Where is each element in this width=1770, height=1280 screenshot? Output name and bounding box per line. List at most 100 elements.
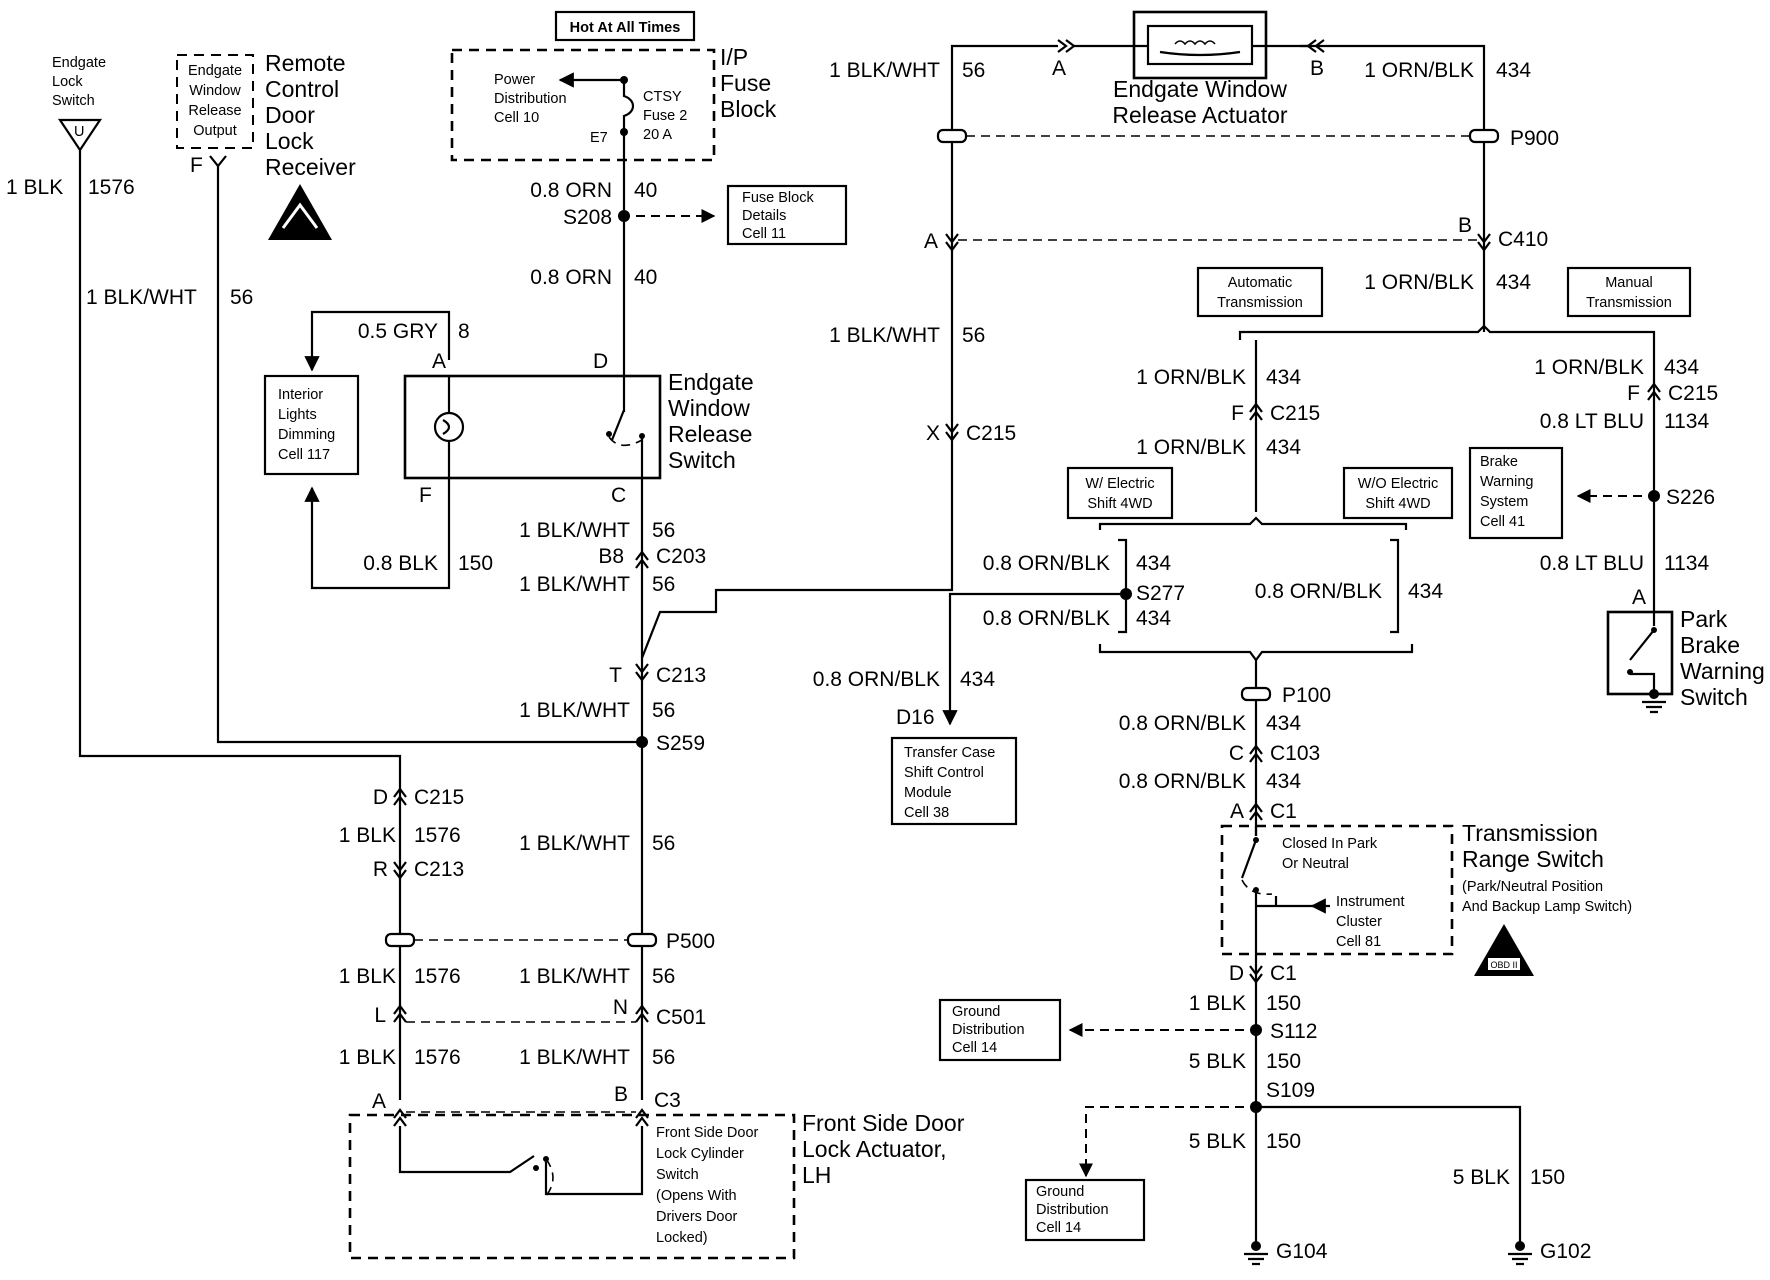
actuator-pin-a: A bbox=[1052, 57, 1066, 80]
connector-p500-label: P500 bbox=[666, 930, 715, 953]
wire-56-c501-color: 1 BLK/WHT bbox=[519, 1046, 630, 1069]
wo-electric-label-1: W/O Electric bbox=[1358, 476, 1439, 492]
wire-56-s259-color: 1 BLK/WHT bbox=[519, 832, 630, 855]
wire-434-wo-color: 0.8 ORN/BLK bbox=[1255, 580, 1382, 603]
brake-warning-label-1: Brake bbox=[1480, 454, 1518, 470]
wo-bracket bbox=[1390, 538, 1400, 634]
switch-pin-a: A bbox=[432, 350, 446, 373]
w-electric-label-1: W/ Electric bbox=[1085, 476, 1154, 492]
actuator-pin-a-icon bbox=[1057, 39, 1076, 53]
wo-electric-box: W/O Electric Shift 4WD bbox=[1342, 466, 1454, 520]
switch-pin-c: C bbox=[611, 484, 626, 507]
connector-c215-d-label: C215 bbox=[414, 786, 464, 809]
wire-1576-c215-circuit: 1576 bbox=[414, 824, 461, 847]
wire-150-g102-circuit: 150 bbox=[1530, 1166, 1565, 1189]
wire-1576-p500-color: 1 BLK bbox=[339, 965, 396, 988]
lamp-filament-icon bbox=[442, 419, 451, 435]
fuse-details-label-1: Fuse Block bbox=[742, 190, 814, 206]
park-brake-contact-icon bbox=[1629, 612, 1656, 694]
endgate-lock-switch: Endgate Lock Switch U bbox=[52, 55, 106, 152]
connector-c103-label: C103 bbox=[1270, 742, 1320, 765]
wire-56-receiver-color: 1 BLK/WHT bbox=[86, 286, 197, 309]
range-switch-pivot-dot bbox=[1253, 837, 1259, 843]
connector-c103-pin: C bbox=[1229, 742, 1244, 765]
wire-8-circuit: 8 bbox=[458, 320, 470, 343]
connector-c203-label: C203 bbox=[656, 545, 706, 568]
wire-434-manual-circuit: 434 bbox=[1664, 356, 1699, 379]
wire-1576-top-circuit: 1576 bbox=[88, 176, 135, 199]
s277-bracket bbox=[1118, 538, 1128, 634]
ground-dist-2-label-3: Cell 14 bbox=[1036, 1220, 1081, 1236]
wire-56-c410-color: 1 BLK/WHT bbox=[829, 324, 940, 347]
connector-c215-x-pin: X bbox=[926, 422, 940, 445]
switch-pivot-dot bbox=[606, 431, 612, 437]
wire-434-actuator-color: 1 ORN/BLK bbox=[1364, 59, 1474, 82]
switch-pin-d: D bbox=[593, 350, 608, 373]
actuator-heater-icon bbox=[1174, 40, 1216, 46]
switch-dashed-link bbox=[608, 436, 643, 447]
wire-40-a-color: 0.8 ORN bbox=[530, 179, 612, 202]
connector-c501-l-icon bbox=[393, 1004, 407, 1023]
power-dist-label-2: Distribution bbox=[494, 91, 567, 107]
ground-g102-icon bbox=[1508, 1241, 1532, 1266]
park-brake-label-4: Switch bbox=[1680, 684, 1748, 710]
fuse-label-3: 20 A bbox=[643, 127, 672, 143]
connector-c215-f-pin: F bbox=[1231, 402, 1244, 425]
splice-s208 bbox=[618, 210, 630, 222]
actuator-pin-b: B bbox=[1310, 57, 1324, 80]
wire-56-actuator-circuit: 56 bbox=[962, 59, 985, 82]
receiver-pin: F bbox=[190, 154, 203, 177]
connector-c213-a-icon bbox=[635, 663, 649, 682]
wire-434-wo-circuit: 434 bbox=[1408, 580, 1443, 603]
release-actuator: Endgate Window Release Actuator bbox=[1074, 10, 1308, 128]
wire-1134-b-color: 0.8 LT BLU bbox=[1540, 552, 1644, 575]
wire-150-g104-circuit: 150 bbox=[1266, 1130, 1301, 1153]
transmission-brace bbox=[1238, 324, 1656, 340]
wire-56-receiver bbox=[216, 166, 641, 744]
connector-c103-icon bbox=[1249, 744, 1263, 763]
range-switch-contact-icon bbox=[1240, 826, 1258, 948]
ground-distribution-box-1: Ground Distribution Cell 14 bbox=[938, 998, 1062, 1062]
manual-trans-label-2: Transmission bbox=[1586, 295, 1672, 311]
wire-434-manual-color: 1 ORN/BLK bbox=[1534, 356, 1644, 379]
receiver-output-label-3: Release bbox=[188, 103, 241, 119]
wire-56-c203-top-color: 1 BLK/WHT bbox=[519, 519, 630, 542]
lock-cylinder-label-5: Drivers Door bbox=[656, 1209, 738, 1225]
transfer-case-module-box: Transfer Case Shift Control Module Cell … bbox=[890, 736, 1018, 826]
receiver-label-2: Control bbox=[265, 76, 339, 102]
interior-lights-label-3: Dimming bbox=[278, 427, 335, 443]
fuse-details-label-2: Details bbox=[742, 208, 786, 224]
range-switch-cluster-lead bbox=[1256, 896, 1318, 908]
release-switch-label-4: Switch bbox=[668, 447, 736, 473]
lock-cylinder-label-1: Front Side Door bbox=[656, 1125, 759, 1141]
obd-badge-label: OBD II bbox=[1490, 960, 1517, 970]
range-switch-label-2: Range Switch bbox=[1462, 846, 1604, 872]
lock-cylinder-label-6: Locked) bbox=[656, 1230, 708, 1246]
ground-dist-1-label-1: Ground bbox=[952, 1004, 1000, 1020]
splice-s112-label: S112 bbox=[1270, 1020, 1318, 1043]
connector-c3-a-icon bbox=[393, 1108, 407, 1127]
wire-150-s112-circuit: 150 bbox=[1266, 1050, 1301, 1073]
ip-fuse-block-label-3: Block bbox=[720, 96, 777, 122]
wire-56-p500-color: 1 BLK/WHT bbox=[519, 965, 630, 988]
auto-trans-label-1: Automatic bbox=[1228, 275, 1292, 291]
wire-56-receiver-circuit: 56 bbox=[230, 286, 253, 309]
lock-switch-dashed-link bbox=[545, 1158, 554, 1197]
wire-434-c103-circuit: 434 bbox=[1266, 770, 1301, 793]
connector-c3-b-icon bbox=[635, 1108, 649, 1127]
ground-dist-1-label-3: Cell 14 bbox=[952, 1040, 997, 1056]
tcm-label-3: Module bbox=[904, 785, 952, 801]
wire-1576-left bbox=[78, 150, 402, 790]
wire-56-s259-circuit: 56 bbox=[652, 832, 675, 855]
connector-c501-label: C501 bbox=[656, 1006, 706, 1029]
instrument-cluster-label-1: Instrument bbox=[1336, 894, 1405, 910]
fuse-icon bbox=[622, 80, 635, 132]
connector-p500: P500 bbox=[384, 930, 715, 953]
wire-40-b-color: 0.8 ORN bbox=[530, 266, 612, 289]
splice-s208-label: S208 bbox=[563, 206, 612, 229]
wire-434-auto-1-circuit: 434 bbox=[1266, 366, 1301, 389]
wire-434-tcm-color: 0.8 ORN/BLK bbox=[813, 668, 940, 691]
connector-c1-d-label: C1 bbox=[1270, 962, 1297, 985]
wire-150-g104-color: 5 BLK bbox=[1189, 1130, 1246, 1153]
